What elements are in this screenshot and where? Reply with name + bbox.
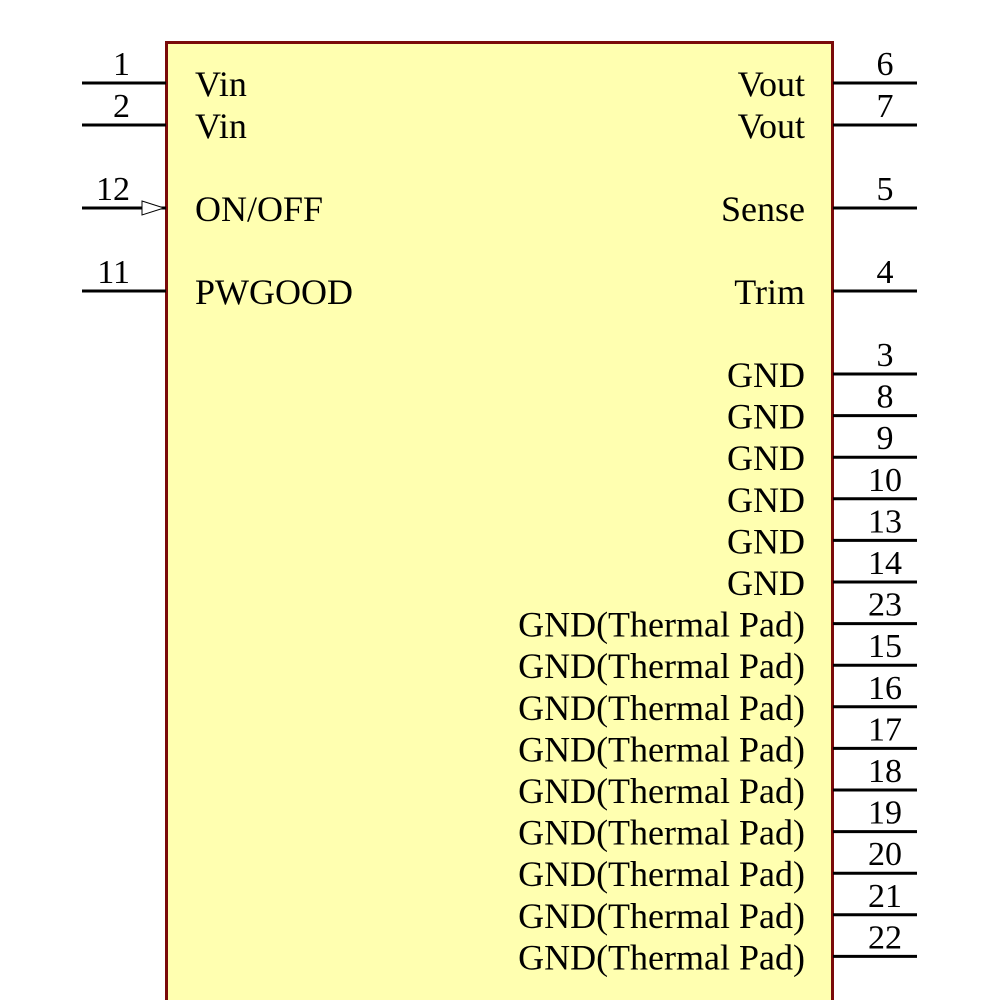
pin-name: PWGOOD [195, 272, 353, 312]
pin-name: GND [727, 355, 805, 395]
pin-number: 5 [877, 171, 894, 208]
pin-name: Vin [195, 106, 247, 146]
pin-19-gnd-thermal-pad: 19 GND(Thermal Pad) [518, 795, 917, 853]
pin-number: 17 [868, 711, 902, 748]
pin-name: Vout [738, 64, 805, 104]
pin-14-gnd: 14 GND [727, 545, 917, 603]
pin-name: GND(Thermal Pad) [518, 646, 805, 686]
pin-number: 23 [868, 587, 902, 624]
pin-23-gnd-thermal-pad: 23 GND(Thermal Pad) [518, 587, 917, 645]
pin-number: 11 [97, 254, 130, 291]
pin-13-gnd: 13 GND [727, 503, 917, 561]
pin-7-vout: 7 Vout [738, 88, 917, 146]
pin-8-gnd: 8 GND [727, 379, 917, 437]
pin-1-vin: 1 Vin [82, 46, 247, 104]
pin-number: 4 [877, 254, 894, 291]
pin-number: 16 [868, 670, 902, 707]
pin-number: 21 [868, 878, 902, 915]
pin-16-gnd-thermal-pad: 16 GND(Thermal Pad) [518, 670, 917, 728]
pin-6-vout: 6 Vout [738, 46, 917, 104]
pin-name: GND(Thermal Pad) [518, 729, 805, 769]
pin-name: GND(Thermal Pad) [518, 771, 805, 811]
pin-12-on-off: 12 ON/OFF [82, 171, 323, 229]
pin-number: 22 [868, 919, 902, 956]
pin-number: 1 [113, 46, 130, 83]
pin-number: 19 [868, 795, 902, 832]
pin-name: GND [727, 480, 805, 520]
pin-name: GND [727, 521, 805, 561]
pin-number: 13 [868, 503, 902, 540]
pin-number: 20 [868, 836, 902, 873]
pin-number: 9 [877, 420, 894, 457]
pin-5-sense: 5 Sense [721, 171, 917, 229]
input-arrow-icon [141, 200, 166, 216]
pin-9-gnd: 9 GND [727, 420, 917, 478]
pin-15-gnd-thermal-pad: 15 GND(Thermal Pad) [518, 628, 917, 686]
pin-number: 18 [868, 753, 902, 790]
pin-4-trim: 4 Trim [734, 254, 917, 312]
pin-name: GND [727, 438, 805, 478]
ic-body [165, 41, 834, 1000]
pin-number: 12 [96, 171, 130, 208]
pin-number: 10 [868, 462, 902, 499]
pin-17-gnd-thermal-pad: 17 GND(Thermal Pad) [518, 711, 917, 769]
pin-number: 2 [113, 88, 130, 125]
pin-name: Sense [721, 189, 805, 229]
pin-22-gnd-thermal-pad: 22 GND(Thermal Pad) [518, 919, 917, 977]
pin-number: 14 [868, 545, 902, 582]
pin-name: GND(Thermal Pad) [518, 605, 805, 645]
pin-name: GND(Thermal Pad) [518, 896, 805, 936]
pin-name: GND(Thermal Pad) [518, 688, 805, 728]
pin-name: GND [727, 397, 805, 437]
pin-18-gnd-thermal-pad: 18 GND(Thermal Pad) [518, 753, 917, 811]
pin-name: GND(Thermal Pad) [518, 813, 805, 853]
pin-3-gnd: 3 GND [727, 337, 917, 395]
pin-name: GND(Thermal Pad) [518, 854, 805, 894]
pin-number: 3 [877, 337, 894, 374]
pin-2-vin: 2 Vin [82, 88, 247, 146]
pin-number: 8 [877, 379, 894, 416]
pin-name: GND(Thermal Pad) [518, 937, 805, 977]
pin-name: Vin [195, 64, 247, 104]
pin-number: 15 [868, 628, 902, 665]
pin-20-gnd-thermal-pad: 20 GND(Thermal Pad) [518, 836, 917, 894]
pin-21-gnd-thermal-pad: 21 GND(Thermal Pad) [518, 878, 917, 936]
pin-10-gnd: 10 GND [727, 462, 917, 520]
pin-number: 6 [877, 46, 894, 83]
pin-name: Vout [738, 106, 805, 146]
right-pin-group: 6Vout7Vout5Sense4Trim3GND8GND9GND10GND13… [518, 46, 917, 977]
pin-name: Trim [734, 272, 805, 312]
pin-number: 7 [877, 88, 894, 125]
pin-name: ON/OFF [195, 189, 323, 229]
pin-name: GND [727, 563, 805, 603]
pin-11-pwgood: 11 PWGOOD [82, 254, 353, 312]
